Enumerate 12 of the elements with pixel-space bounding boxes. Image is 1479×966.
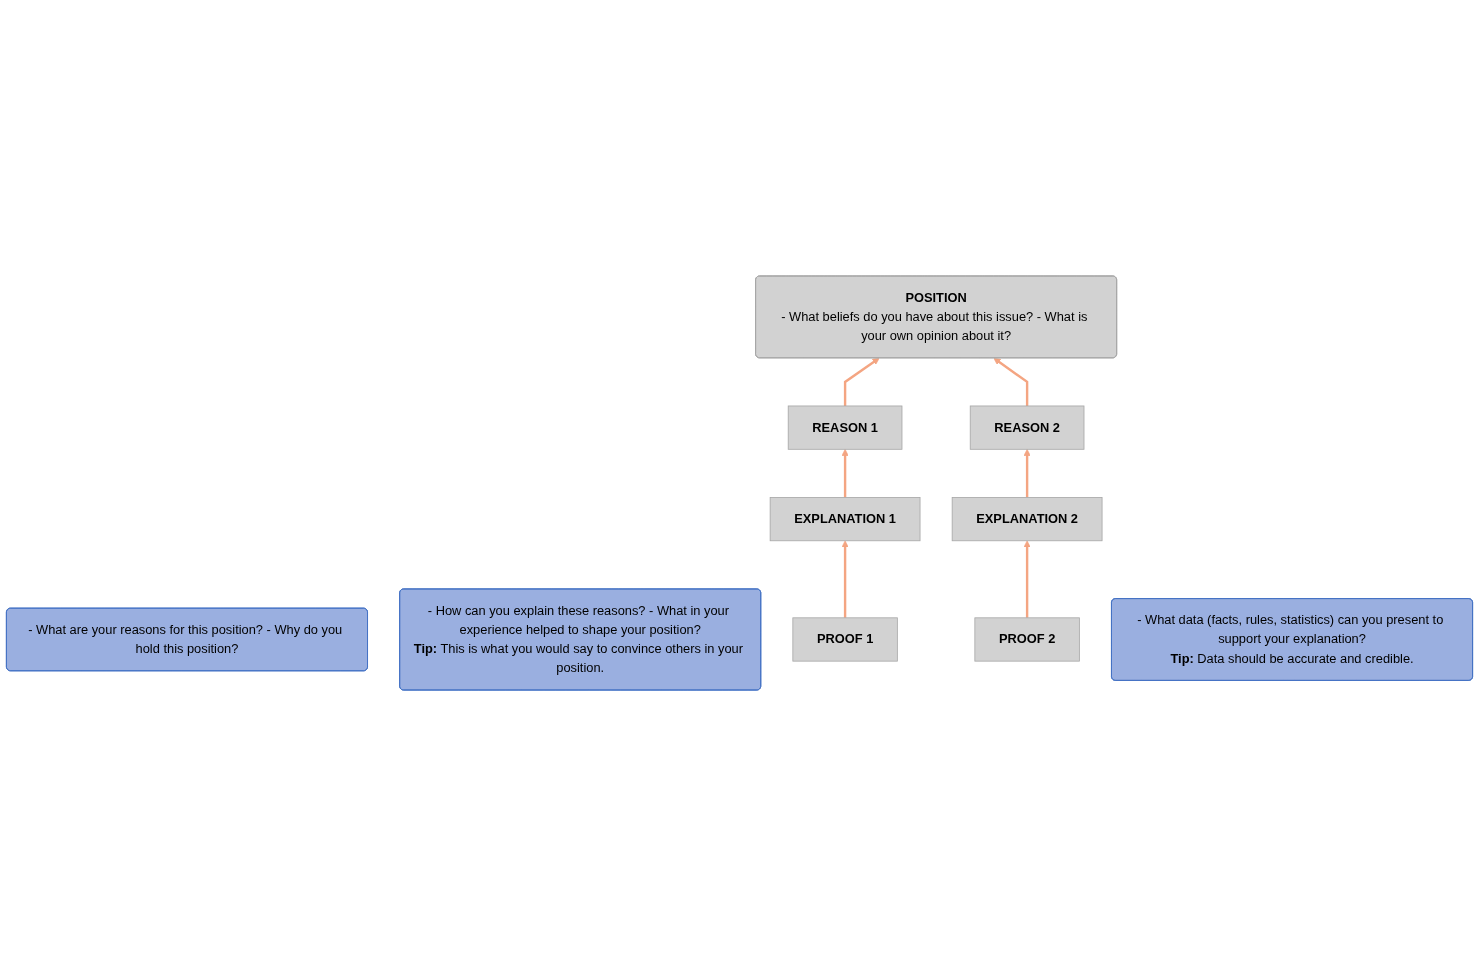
arrow <box>1023 540 1031 618</box>
node-box: REASON 1 <box>787 405 903 450</box>
node-box: PROOF 1 <box>792 617 898 662</box>
arrow <box>843 357 880 406</box>
node-box: EXPLANATION 2 <box>951 497 1103 542</box>
node-box: EXPLANATION 1 <box>769 497 921 542</box>
arrow <box>1023 449 1031 498</box>
node-box: REASON 2 <box>969 405 1085 450</box>
node-box: PROOF 2 <box>974 617 1080 662</box>
arrow <box>993 357 1029 406</box>
arrow <box>841 449 849 498</box>
arrow <box>841 540 849 618</box>
